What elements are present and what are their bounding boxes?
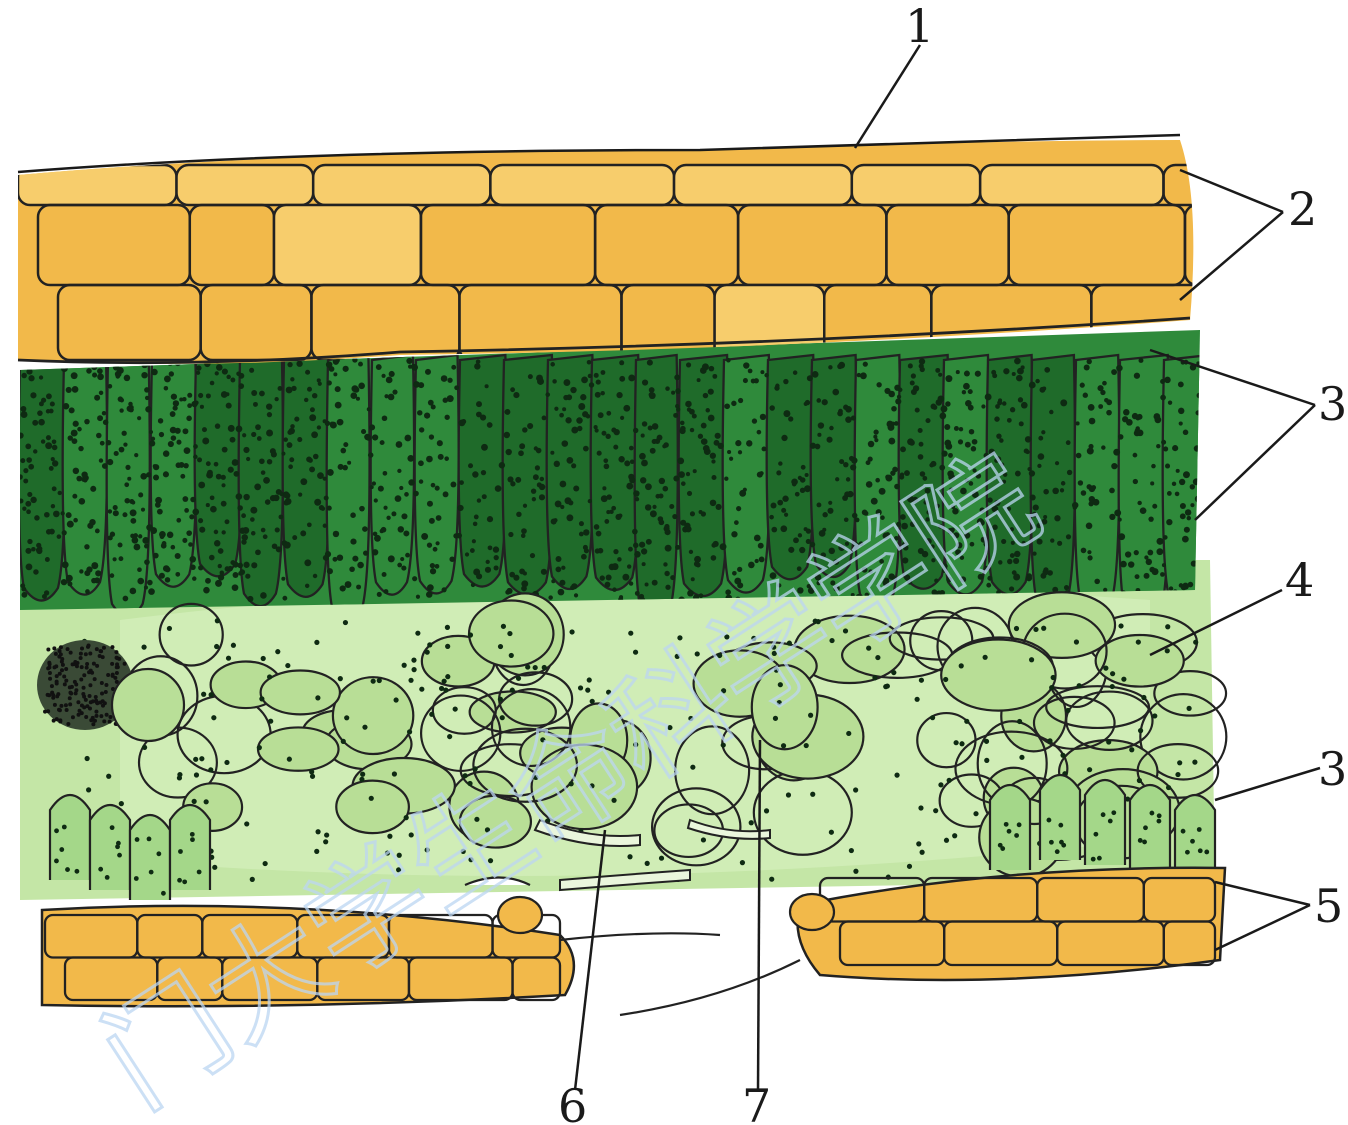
label-7: 7 <box>742 1079 771 1125</box>
label-2: 2 <box>1288 182 1317 236</box>
palisade-layer <box>15 320 1215 620</box>
label-3-upper: 3 <box>1318 377 1347 431</box>
label-6: 6 <box>558 1079 587 1125</box>
label-5: 5 <box>1314 879 1343 933</box>
label-3-lower: 3 <box>1318 742 1347 796</box>
label-1: 1 <box>905 0 934 53</box>
label-4: 4 <box>1285 553 1314 607</box>
